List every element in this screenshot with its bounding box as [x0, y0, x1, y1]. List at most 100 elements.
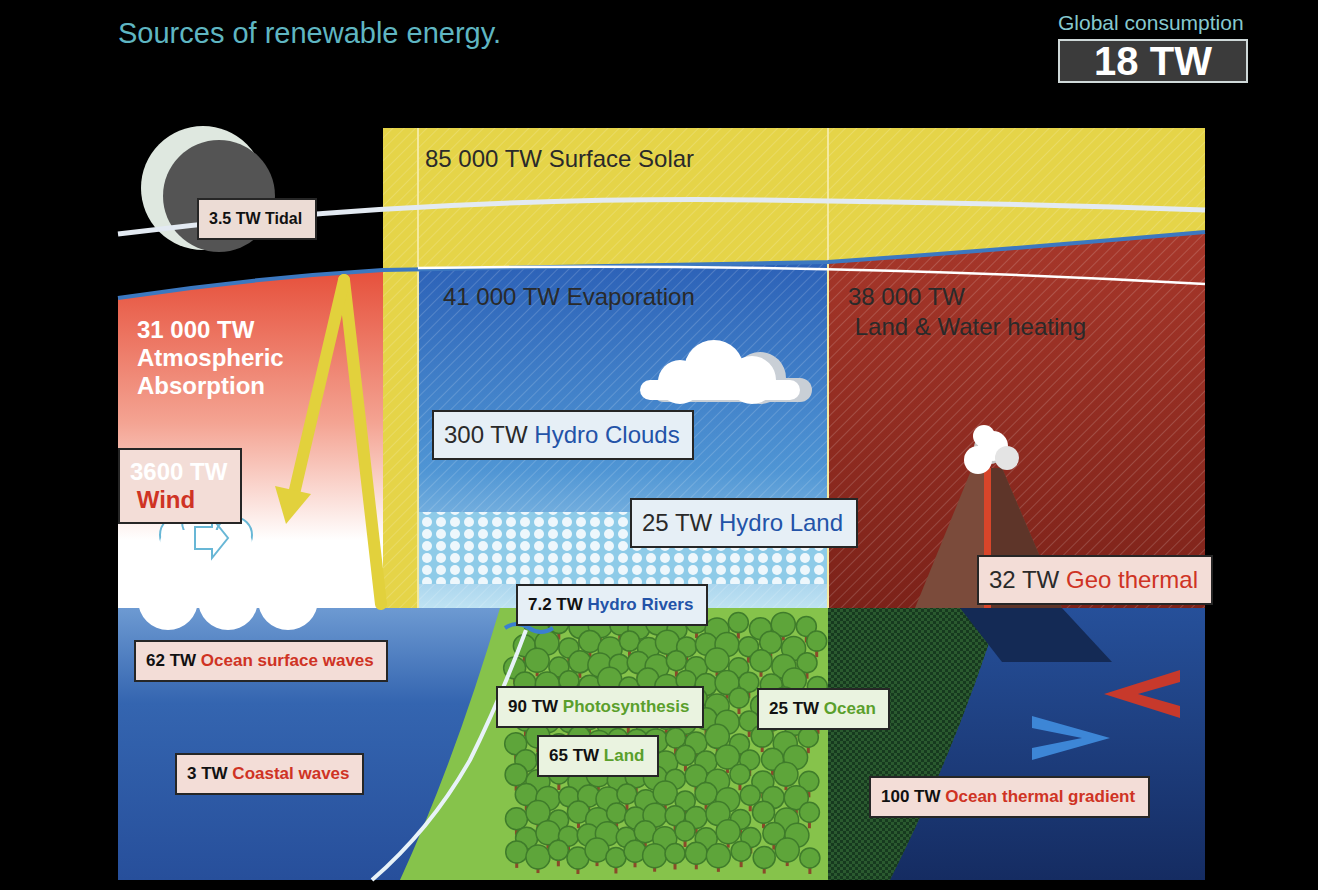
tree-crown	[799, 802, 819, 822]
power-value: 25 TW	[642, 508, 712, 538]
value-box: 3 TWCoastal waves	[175, 753, 364, 795]
tree-crown	[665, 843, 685, 863]
tree	[665, 843, 685, 869]
heating-panel	[828, 232, 1205, 608]
energy-band: 85 000 TWSurface Solar41 000 TWEvaporati…	[383, 128, 1205, 608]
power-value: 65 TW	[549, 745, 599, 767]
source-name: Hydro Clouds	[534, 420, 679, 450]
tree-crown	[753, 801, 775, 823]
tree-crown	[506, 841, 528, 863]
river	[372, 630, 526, 880]
tree	[526, 845, 550, 873]
source-name: Land & Water heating	[855, 312, 1086, 342]
tree-crown	[643, 844, 667, 868]
tree-crown	[695, 783, 717, 805]
tree-crown	[548, 840, 568, 860]
tree-crown	[775, 838, 799, 862]
cold-current	[1032, 716, 1110, 760]
heating-hatch	[828, 232, 1205, 608]
tree	[585, 838, 609, 866]
wind-arrow	[195, 518, 228, 558]
power-value: 7.2 TW	[528, 594, 583, 616]
power-value: 32 TW	[989, 565, 1059, 595]
forest	[504, 611, 828, 874]
tree-crown	[675, 821, 695, 841]
tree-crown	[753, 847, 775, 869]
tree-crown	[774, 762, 798, 786]
power-value: 3600 TW	[130, 458, 230, 486]
tree	[643, 844, 667, 872]
tree-crown	[705, 648, 729, 672]
tree	[548, 840, 568, 866]
evaporation-cloud	[640, 340, 812, 404]
tree-crown	[675, 745, 695, 765]
sun-ray	[294, 280, 344, 494]
source-name: Atmospheric Absorption	[137, 344, 364, 400]
tree-crown	[685, 842, 707, 864]
tree-crown	[653, 781, 677, 805]
source-name: Tidal	[265, 208, 302, 230]
land	[400, 608, 828, 880]
value-box: 3600 TWWind	[118, 448, 242, 524]
source-name: Wind	[137, 486, 230, 514]
tree	[731, 841, 751, 867]
value-box: 90 TWPhotosynthesis	[496, 686, 704, 728]
evaporation-panel	[418, 262, 828, 608]
source-name: Photosynthesis	[563, 696, 690, 718]
tree	[606, 847, 626, 873]
power-value: 3.5 TW	[209, 208, 261, 230]
power-value: 85 000 TW	[425, 144, 542, 174]
value-box: 300 TWHydro Clouds	[432, 410, 694, 460]
power-value: 31 000 TW	[137, 316, 364, 344]
value-box: 25 TWOcean	[757, 688, 890, 730]
value-box: 25 TWHydro Land	[630, 498, 858, 548]
tree-crown	[505, 764, 527, 786]
value-box: 3.5 TWTidal	[197, 198, 317, 240]
value-box: 32 TWGeo thermal	[977, 555, 1213, 605]
energy-region: 31 000 TWAtmospheric Absorption 3600 TWWi…	[118, 270, 383, 608]
tree	[729, 688, 749, 714]
tree-crown	[526, 845, 550, 869]
source-name: Ocean thermal gradient	[945, 786, 1135, 808]
smoke	[995, 446, 1019, 470]
value-box: 62 TWOcean surface waves	[134, 640, 388, 682]
power-value: 300 TW	[444, 420, 528, 450]
sun-ray	[344, 280, 381, 604]
power-value: 90 TW	[508, 696, 558, 718]
smoke	[973, 425, 995, 447]
tree-crown	[666, 728, 686, 748]
tree-crown	[798, 727, 818, 747]
tree-crown	[730, 764, 750, 784]
evaporation-hatch	[418, 262, 828, 608]
energy-region: 38 000 TWLand & Water heating32 TWGeo th…	[828, 250, 1205, 608]
ocean-floor-texture	[828, 608, 1000, 880]
tree-crown	[620, 631, 640, 651]
source-name: Hydro Rivers	[588, 594, 694, 616]
power-value: 25 TW	[769, 698, 819, 720]
value-box: 65 TWLand	[537, 735, 659, 777]
tree-crown	[807, 631, 827, 651]
consumption-heading: Global consumption	[1058, 10, 1248, 36]
tree-crown	[729, 688, 749, 708]
tree-crown	[716, 820, 740, 844]
volcano-shade	[987, 468, 1062, 608]
tree	[706, 844, 730, 872]
consumption-box: Global consumption 18 TW	[1058, 10, 1248, 83]
tree-crown	[606, 847, 626, 867]
tree-crown	[750, 650, 772, 672]
waves	[138, 586, 318, 630]
consumption-value: 18 TW	[1058, 39, 1248, 83]
tree-crown	[728, 613, 748, 633]
atmosphere-panel	[118, 270, 383, 608]
tree	[506, 841, 528, 868]
sun-ray-head	[275, 486, 311, 524]
band-divider	[417, 128, 419, 608]
cloud-base	[640, 380, 800, 400]
cloud-base	[160, 530, 252, 556]
power-value: 38 000 TW	[848, 282, 965, 312]
power-value: 62 TW	[146, 650, 196, 672]
source-name: Land	[604, 745, 645, 767]
tree-crown	[800, 848, 820, 868]
source-name: Ocean	[824, 698, 876, 720]
diagram-title: Sources of renewable energy.	[118, 17, 501, 50]
